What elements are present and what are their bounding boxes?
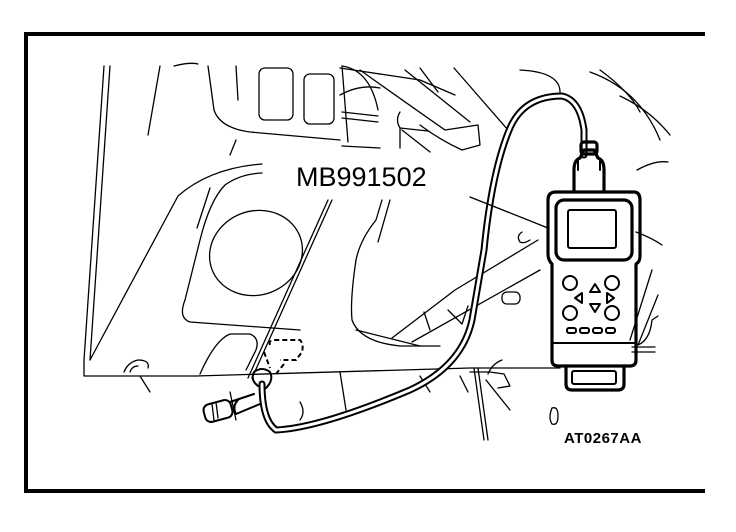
column-edge (399, 127, 429, 132)
lower-trim (477, 367, 489, 441)
part-label-leader-line (469, 196, 549, 229)
column-edge (339, 67, 456, 96)
cable-plug-head (202, 399, 234, 423)
panel-edge (147, 65, 161, 136)
column-edge (401, 129, 431, 153)
trim-edge (423, 311, 431, 331)
knee-bolster (377, 199, 391, 243)
tester-body (546, 190, 642, 368)
trim-clip (517, 231, 531, 244)
part-number-label: MB991502 (296, 162, 427, 192)
lower-trim (299, 401, 304, 421)
background-curve (637, 294, 659, 346)
lower-trim (229, 391, 237, 421)
vent-edge (341, 145, 381, 149)
tester-small-key[interactable] (605, 327, 616, 334)
vehicle-interior-lineart (83, 62, 671, 441)
tester-small-key[interactable] (566, 327, 577, 334)
tester-key-up-arrow[interactable] (589, 283, 601, 293)
cable-plug-ridge (211, 403, 215, 421)
vent-edge (235, 65, 239, 101)
background-curve (619, 95, 671, 136)
cable-plug-body (229, 393, 255, 403)
figure-code-label: AT0267AA (564, 430, 642, 447)
tester-key-left-arrow[interactable] (574, 292, 583, 304)
tester-key-f1[interactable] (562, 275, 578, 291)
panel-crease (247, 199, 329, 379)
lower-trim (487, 359, 503, 375)
trim-edge (447, 305, 469, 325)
panel-cover-edge (89, 163, 263, 361)
background-curve (589, 71, 661, 141)
small-fastener (549, 407, 559, 425)
cable-main-inner (260, 94, 586, 432)
tester-connector-neck (579, 140, 599, 156)
tester-key-f2[interactable] (604, 275, 620, 291)
vent-edge (341, 111, 379, 117)
tester-key-right-arrow[interactable] (606, 292, 615, 304)
pillar-line (89, 65, 111, 361)
tester-screen-bezel (554, 198, 634, 262)
tester-small-key[interactable] (579, 327, 590, 334)
panel-recess (181, 172, 301, 331)
dash-clip (139, 375, 151, 393)
vehicle-diagnostic-connector[interactable] (263, 339, 304, 375)
tester-small-key[interactable] (592, 327, 603, 334)
stalk-lever (404, 69, 471, 123)
tester-cartridge-slot (571, 370, 617, 385)
handheld-diagnostic-tester[interactable] (546, 140, 642, 392)
panel-edge (229, 139, 237, 156)
switch-slot (258, 67, 294, 121)
vent-edge (341, 65, 349, 143)
dash-clip (129, 365, 139, 373)
knee-bolster (355, 329, 421, 347)
cable-strain-relief (251, 368, 273, 389)
lower-trim (459, 375, 469, 393)
column-edge (519, 69, 561, 93)
connector-bracket (199, 333, 258, 375)
cable-plug-body (235, 403, 261, 415)
vent-edge (173, 62, 199, 67)
tester-display-screen (567, 209, 617, 249)
part-label-background (290, 158, 454, 190)
trim-edge (391, 239, 539, 339)
column-edge (453, 67, 509, 131)
trim-clip (501, 291, 521, 305)
panel-crease (251, 199, 333, 379)
switch-slot (303, 73, 335, 125)
lower-trim (473, 367, 485, 441)
tester-cartridge (564, 364, 626, 392)
vent-edge (341, 65, 379, 111)
lower-trim (469, 371, 511, 389)
tester-key-f4[interactable] (604, 305, 620, 321)
lower-trim (339, 371, 347, 411)
cable-plug-body (233, 399, 239, 415)
panel-edge (83, 359, 197, 377)
knee-bolster (350, 199, 441, 347)
cable-plug-ridge (215, 401, 219, 419)
stalk-lever (359, 69, 481, 151)
figure-frame (24, 32, 705, 493)
column-edge (396, 111, 401, 129)
tester-cable[interactable] (202, 92, 588, 434)
diagnostic-connector-hidden (263, 351, 271, 369)
column-edge (339, 86, 381, 96)
diagnostic-connector-hidden (275, 363, 285, 375)
dash-clip (123, 359, 149, 373)
tester-cable-connector (572, 148, 606, 194)
background-curve (629, 269, 653, 341)
vent-edge (341, 117, 379, 123)
vent-edge (207, 65, 341, 141)
background-curve (636, 161, 669, 171)
lower-trim (485, 379, 511, 411)
diagnostic-connector-hidden (268, 339, 304, 361)
background-curve (599, 69, 641, 113)
dash-lower-edge (195, 367, 561, 377)
panel-hole (208, 209, 304, 297)
tester-key-f3[interactable] (562, 305, 578, 321)
stalk-lever (419, 67, 439, 93)
panel-crease (196, 187, 211, 229)
pillar-line (83, 65, 105, 361)
tester-key-down-arrow[interactable] (589, 303, 601, 313)
